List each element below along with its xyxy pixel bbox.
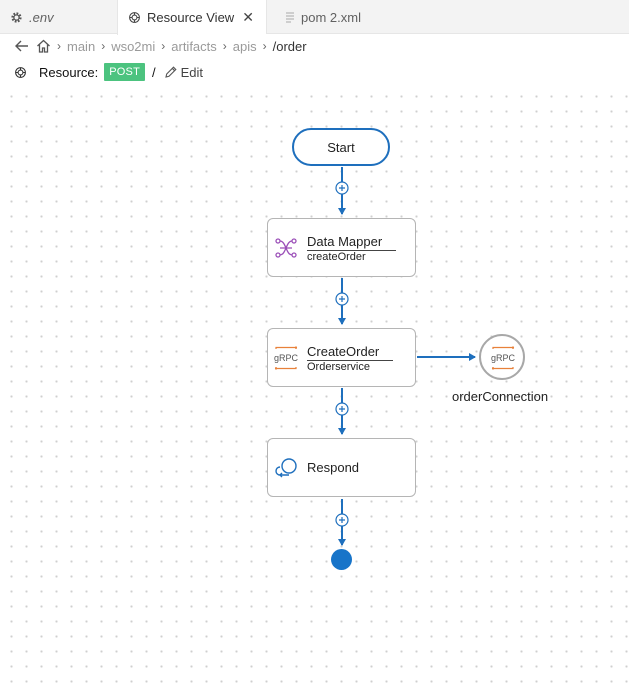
method-badge: POST [104,63,145,81]
connection-node[interactable]: gRPC [479,334,525,380]
pencil-icon [164,66,177,78]
close-icon[interactable]: ✕ [242,9,254,25]
start-label: Start [327,139,355,155]
tab-resource-view[interactable]: Resource View ✕ [117,0,266,35]
node-subtitle: createOrder [307,251,366,263]
node-title: CreateOrder [307,344,394,361]
breadcrumb-item-apis[interactable]: apis [232,38,257,54]
add-node-plus-icon[interactable] [335,513,349,527]
tab-label: Resource View [147,10,235,25]
start-node[interactable]: Start [292,128,390,166]
breadcrumb-item-main[interactable]: main [67,38,96,54]
respond-icon [275,458,297,478]
node-title: Data Mapper [307,234,397,251]
chevron-right-icon: › [222,39,227,53]
node-subtitle: Orderservice [307,361,370,373]
tab-label: pom 2.xml [301,9,361,25]
chevron-right-icon: › [262,39,267,53]
home-icon[interactable] [36,39,51,53]
resource-header: Resource: POST / Edit [14,62,203,82]
breadcrumb: › main › wso2mi › artifacts › apis › /or… [14,36,307,56]
tab-env[interactable]: .env [0,0,117,34]
node-title: Respond [307,460,360,475]
connection-label: orderConnection [452,389,549,404]
back-arrow-icon[interactable] [14,39,30,53]
file-icon [285,11,295,23]
add-node-plus-icon[interactable] [335,402,349,416]
grpc-icon: gRPC [491,346,515,370]
resource-label: Resource: [39,64,99,80]
breadcrumb-item-wso2mi[interactable]: wso2mi [111,38,156,54]
chevron-right-icon: › [57,39,61,53]
add-node-plus-icon[interactable] [335,181,349,195]
edit-label: Edit [180,64,204,80]
chevron-right-icon: › [161,39,166,53]
node-respond[interactable]: Respond [267,438,416,497]
resource-path: / [152,64,156,80]
edit-button[interactable]: Edit [164,65,203,80]
resource-icon [14,66,27,79]
chevron-right-icon: › [101,39,106,53]
end-node [331,549,352,570]
tab-bar: .env Resource View ✕ pom 2.xml [0,0,629,35]
grpc-icon-text: gRPC [491,353,515,363]
tab-label: .env [29,9,54,25]
grpc-icon-text: gRPC [274,353,298,363]
data-mapper-icon [275,238,297,258]
tab-pom-xml[interactable]: pom 2.xml [266,0,390,34]
breadcrumb-item-artifacts[interactable]: artifacts [171,38,217,54]
node-create-order[interactable]: gRPC CreateOrder Orderservice [267,328,416,387]
gear-icon [10,11,23,24]
diagram-canvas[interactable] [0,86,629,689]
add-node-plus-icon[interactable] [335,292,349,306]
breadcrumb-item-current: /order [272,38,307,54]
node-data-mapper[interactable]: Data Mapper createOrder [267,218,416,277]
grpc-icon: gRPC [274,346,298,370]
resource-icon [128,11,141,24]
